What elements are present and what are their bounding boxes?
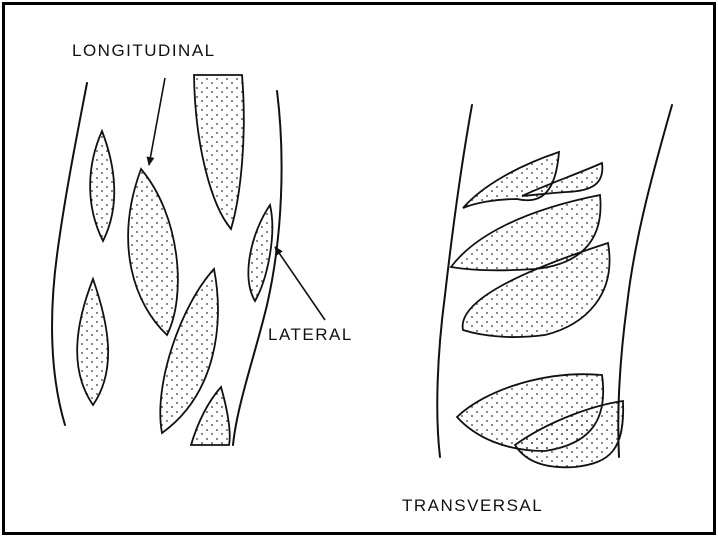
right-fiber-right-edge bbox=[618, 105, 672, 457]
right-fiber-left-edge bbox=[437, 105, 472, 457]
pit-longitudinal-1 bbox=[90, 131, 114, 241]
pit-lateral bbox=[248, 205, 272, 301]
fiber-diagram bbox=[5, 5, 713, 532]
longitudinal-label: LONGITUDINAL bbox=[72, 41, 216, 61]
pit-longitudinal-3 bbox=[194, 75, 244, 229]
longitudinal-arrow bbox=[149, 78, 165, 165]
pit-longitudinal-4 bbox=[77, 279, 108, 405]
lateral-arrow bbox=[275, 247, 325, 320]
pit-longitudinal-2 bbox=[128, 169, 178, 335]
lateral-label: LATERAL bbox=[268, 325, 353, 345]
transversal-label: TRANSVERSAL bbox=[402, 496, 543, 516]
pit-transversal-1 bbox=[463, 152, 559, 208]
